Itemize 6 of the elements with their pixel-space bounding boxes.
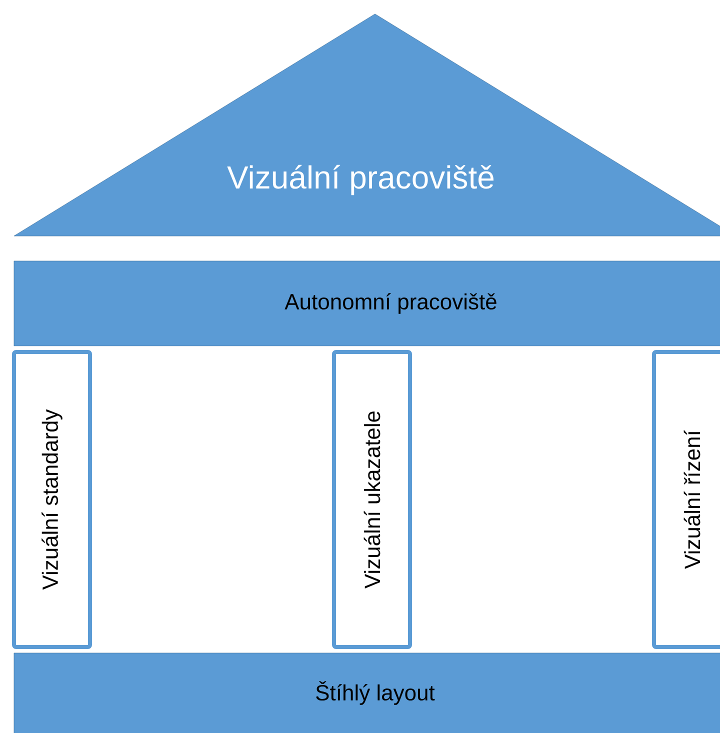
pillar-box: Vizuální řízení [652, 350, 720, 649]
band-box: Autonomní pracoviště [14, 260, 720, 346]
roof-triangle: Vizuální pracoviště [14, 14, 720, 236]
band-box: Štíhlý layout [14, 652, 720, 733]
pillar-box: Vizuální standardy [12, 350, 92, 649]
pillar-box: Vizuální ukazatele [332, 350, 412, 649]
